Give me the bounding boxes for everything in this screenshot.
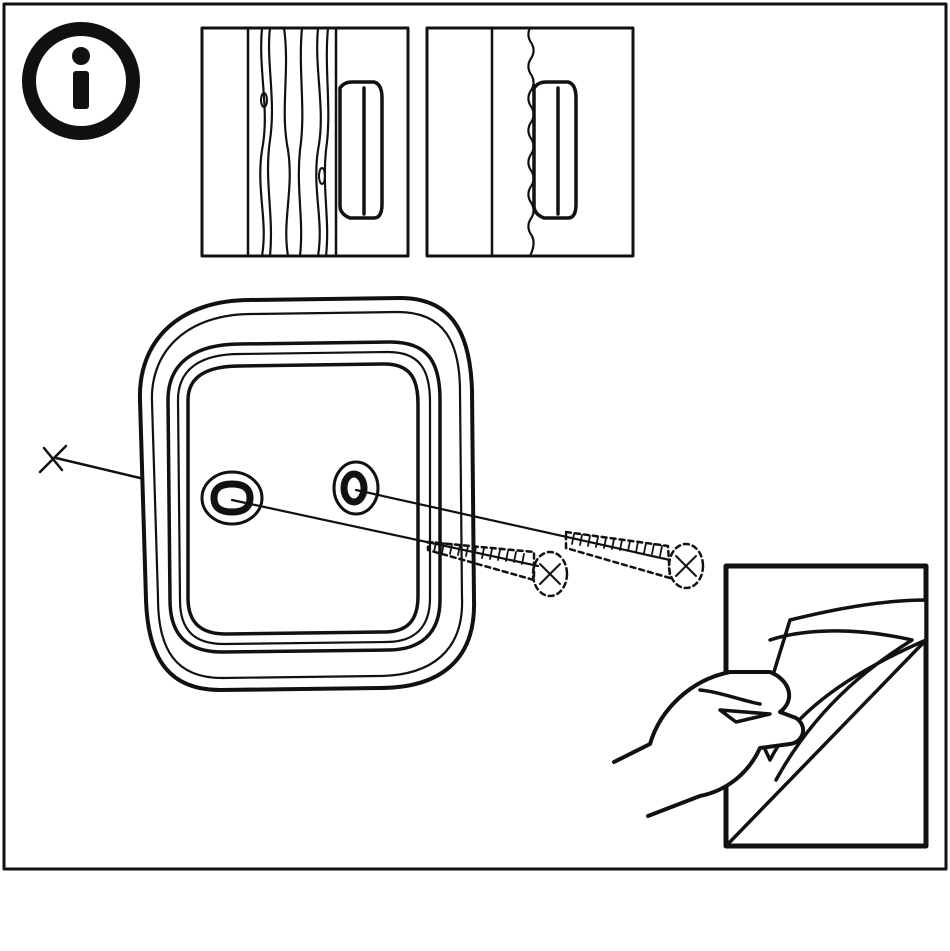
outer-frame: [4, 4, 946, 869]
plaster-wall-panel: [427, 28, 633, 256]
mounted-hook-wood: [340, 82, 382, 218]
hook-base: [140, 298, 474, 690]
wood-wall-panel: [202, 28, 408, 256]
no-wall-line: [40, 446, 140, 478]
screw-left: [428, 542, 567, 596]
wood-grain: [260, 28, 328, 256]
screw-holes: [202, 462, 378, 524]
mounted-hook-plaster: [534, 82, 576, 218]
info-dot: [72, 47, 90, 65]
guide-line-left: [232, 500, 538, 566]
info-badge: [29, 29, 133, 133]
info-stem: [73, 71, 89, 109]
